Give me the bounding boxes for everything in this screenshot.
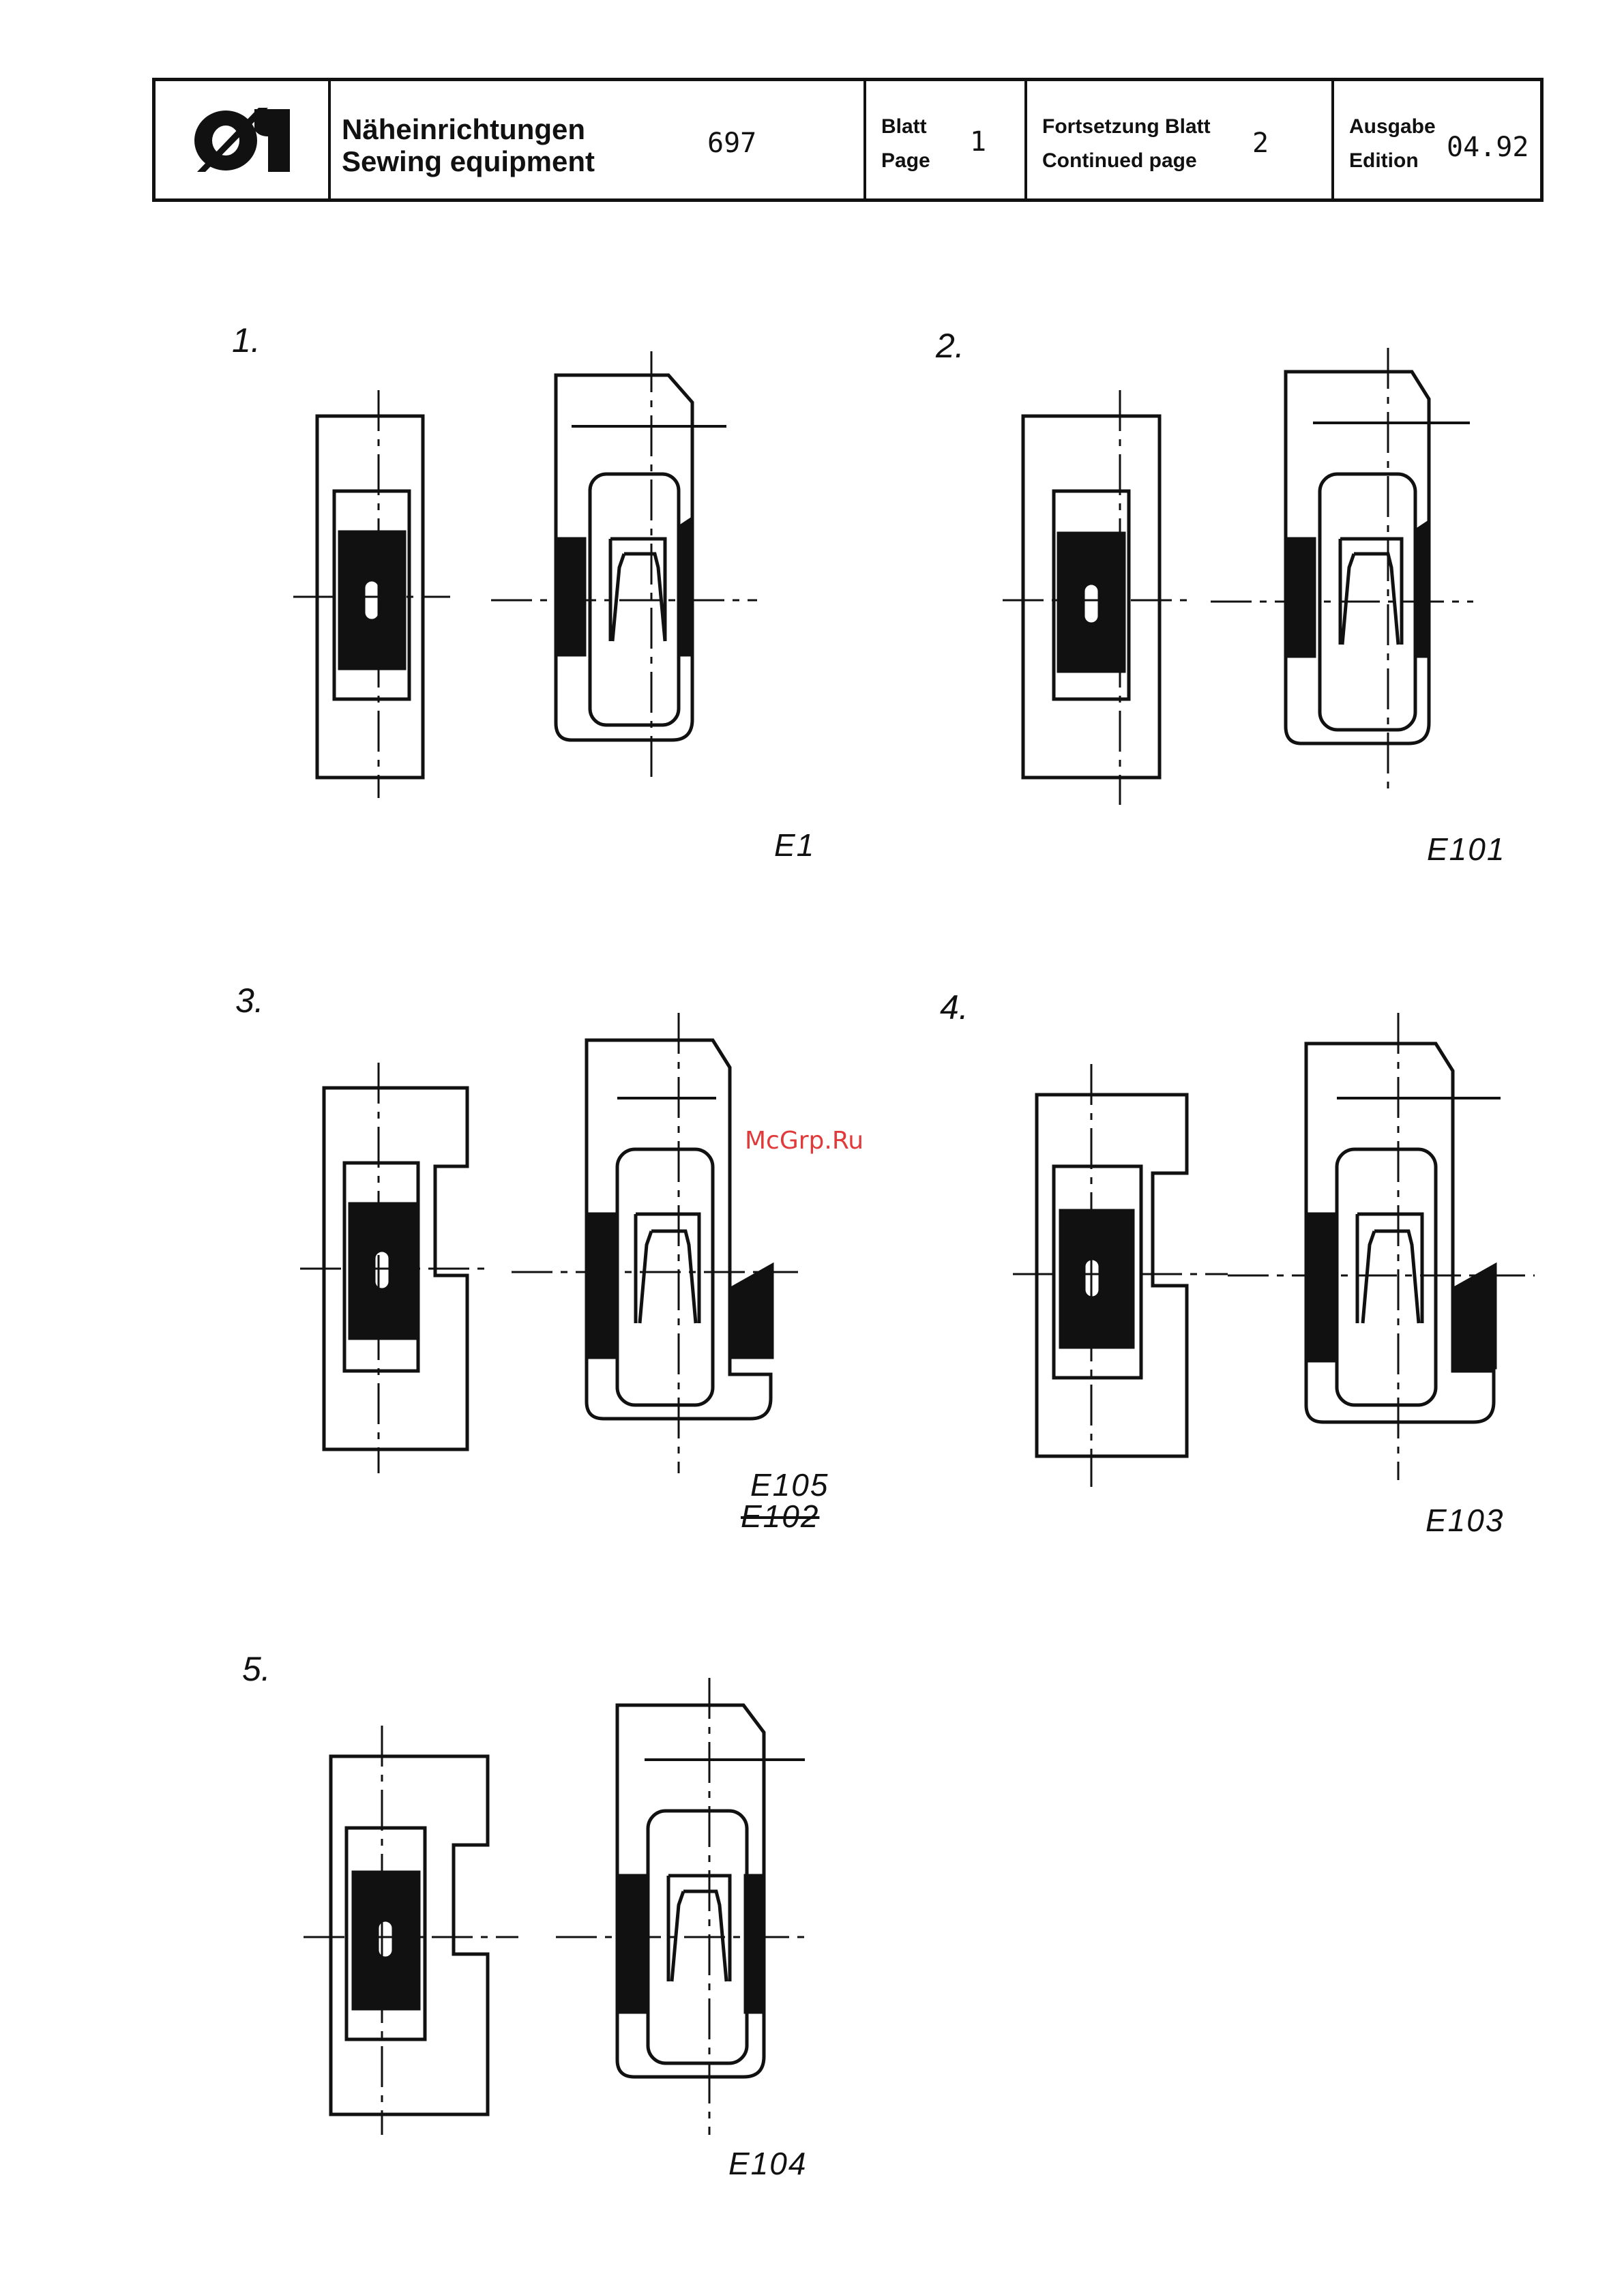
continued-label-german: Fortsetzung Blatt bbox=[1042, 115, 1211, 138]
figure-code-1: E1 bbox=[774, 827, 815, 863]
needle-plate-left bbox=[300, 1063, 491, 1473]
edition-value: 04.92 bbox=[1447, 132, 1529, 163]
figure-2-drawing bbox=[982, 334, 1473, 805]
page-cell: Blatt Page 1 bbox=[866, 81, 1027, 198]
needle-plate-left bbox=[1003, 390, 1187, 805]
page-value: 1 bbox=[970, 126, 986, 158]
document-number: 697 bbox=[707, 128, 756, 159]
presser-foot-right bbox=[491, 351, 757, 784]
title-cell: Näheinrichtungen Sewing equipment 697 bbox=[331, 81, 866, 198]
needle-plate-left bbox=[304, 1726, 518, 2135]
document-header: Näheinrichtungen Sewing equipment 697 Bl… bbox=[152, 78, 1544, 202]
page-label-english: Page bbox=[881, 149, 930, 173]
figure-1-drawing bbox=[286, 334, 764, 798]
figure-code-3-struck: E102 bbox=[741, 1498, 819, 1535]
page-label-german: Blatt bbox=[881, 115, 927, 138]
figure-number-2: 2. bbox=[936, 326, 964, 366]
figure-number-1: 1. bbox=[232, 321, 261, 360]
figure-number-4: 4. bbox=[940, 988, 969, 1027]
presser-foot-right bbox=[556, 1678, 812, 2135]
duerkopp-adler-logo-icon bbox=[188, 95, 297, 184]
presser-foot-right bbox=[512, 1013, 798, 1473]
title-german: Näheinrichtungen bbox=[342, 114, 585, 145]
needle-plate-left bbox=[1013, 1064, 1228, 1487]
title-english: Sewing equipment bbox=[342, 146, 595, 177]
figure-4-drawing bbox=[1003, 1003, 1541, 1494]
edition-cell: Ausgabe Edition 04.92 bbox=[1334, 81, 1540, 198]
logo-cell bbox=[156, 81, 331, 198]
figure-code-4: E103 bbox=[1426, 1502, 1504, 1539]
continued-cell: Fortsetzung Blatt Continued page 2 bbox=[1027, 81, 1334, 198]
figure-code-2: E101 bbox=[1427, 831, 1505, 868]
figure-3-drawing bbox=[286, 996, 805, 1487]
figure-number-3: 3. bbox=[235, 981, 264, 1020]
continued-value: 2 bbox=[1252, 128, 1269, 159]
needle-plate-left bbox=[293, 390, 450, 798]
presser-foot-right bbox=[1211, 348, 1473, 791]
edition-label-english: Edition bbox=[1349, 149, 1419, 173]
continued-label-english: Continued page bbox=[1042, 149, 1197, 173]
edition-label-german: Ausgabe bbox=[1349, 115, 1436, 138]
presser-foot-right bbox=[1228, 1013, 1535, 1480]
figure-number-5: 5. bbox=[242, 1649, 271, 1689]
figure-5-drawing bbox=[293, 1664, 825, 2142]
figure-code-5: E104 bbox=[728, 2145, 807, 2182]
